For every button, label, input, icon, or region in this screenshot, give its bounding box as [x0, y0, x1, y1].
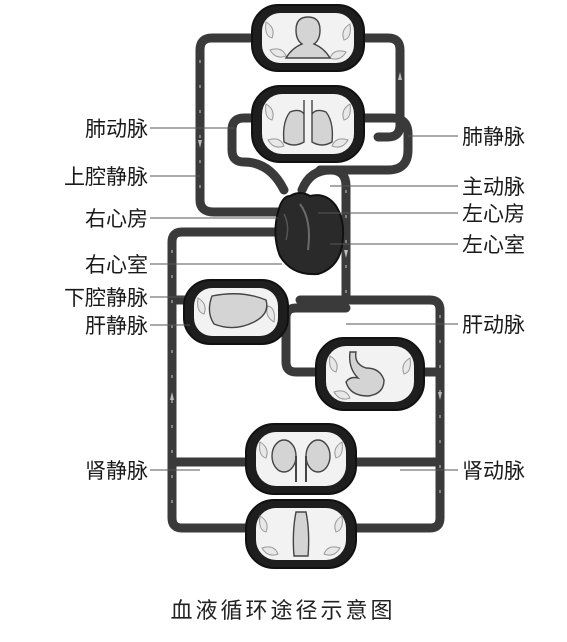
- kidney-capsule-icon: [245, 423, 357, 495]
- inferior-vena-cava-vessel: [167, 227, 287, 533]
- upper-body-return-vessel: [350, 33, 405, 142]
- arrow-icon: [344, 250, 348, 258]
- label-left-atrium: 左心房: [462, 202, 525, 226]
- label-right-atrium: 右心房: [85, 207, 148, 231]
- portal-vessel: [281, 313, 325, 377]
- arrow-icon: [198, 140, 202, 148]
- leg-capsule-icon: [245, 499, 357, 569]
- vessels: [167, 33, 445, 533]
- label-renal-artery: 肾动脉: [462, 459, 525, 483]
- pulmonary-vein-vessel: [315, 113, 413, 175]
- descending-aorta-vessel: [341, 295, 445, 533]
- labels-right: 肺静脉 主动脉 左心房 左心室 肝动脉 肾动脉: [462, 125, 525, 483]
- label-pulmonary-vein: 肺静脉: [462, 125, 525, 149]
- arrow-icon: [398, 72, 402, 80]
- leader-lines: [150, 127, 458, 471]
- label-aorta: 主动脉: [462, 175, 525, 199]
- heart-icon: [274, 192, 345, 276]
- liver-capsule-icon: [183, 279, 289, 345]
- label-renal-vein: 肾静脉: [85, 459, 148, 483]
- label-right-ventricle: 右心室: [85, 253, 148, 277]
- hepatic-artery-vessel: [281, 303, 351, 323]
- pulmonary-artery-vessel: [227, 113, 289, 195]
- label-inferior-vena-cava: 下腔静脉: [64, 286, 148, 310]
- lung-capsule-icon: [251, 85, 365, 163]
- arrow-icon: [438, 392, 442, 400]
- diagram-caption: 血液循环途径示意图: [170, 599, 395, 624]
- stomach-capsule-icon: [315, 337, 425, 411]
- head-capsule-icon: [251, 4, 365, 72]
- label-hepatic-vein: 肝静脉: [85, 314, 148, 338]
- upper-body-vessel: [195, 33, 295, 217]
- flow-arrows: [170, 72, 442, 400]
- label-left-ventricle: 左心室: [462, 233, 525, 257]
- label-pulmonary-artery: 肺动脉: [85, 117, 148, 141]
- arrow-icon: [170, 392, 174, 400]
- aorta-vessel: [295, 165, 351, 305]
- labels-left: 肺动脉 上腔静脉 右心房 右心室 下腔静脉 肝静脉 肾静脉: [64, 117, 148, 483]
- label-hepatic-artery: 肝动脉: [462, 313, 525, 337]
- label-superior-vena-cava: 上腔静脉: [64, 165, 148, 189]
